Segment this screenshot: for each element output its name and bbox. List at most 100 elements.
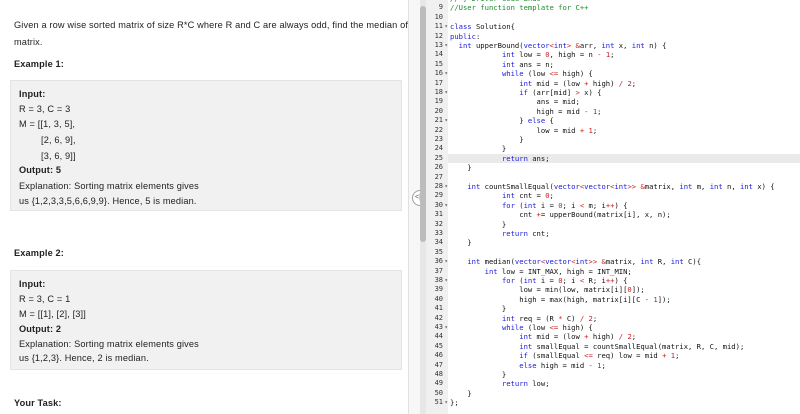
code-line[interactable]: for (int i = 0; i < R; i++) { (501, 276, 628, 285)
code-line[interactable]: } (450, 304, 507, 314)
fold-toggle-icon[interactable]: ▾ (444, 89, 448, 96)
line-number: 27 (426, 173, 448, 182)
line-number: 16▾ (426, 69, 448, 78)
example-1-title: Example 1: (14, 59, 65, 69)
line-number-text: 50 (434, 388, 443, 397)
problem-panel: Given a row wise sorted matrix of size R… (10, 20, 408, 408)
line-number-text: 29 (434, 191, 443, 200)
code-line[interactable]: int ans = n; (501, 59, 554, 69)
code-line[interactable]: high = mid - 1; (450, 106, 602, 116)
code-line[interactable]: while (low <= high) { (501, 323, 593, 332)
current-line-highlight (448, 153, 800, 164)
line-number: 30▾ (426, 201, 448, 210)
line-number-text: 35 (434, 247, 443, 256)
code-line[interactable]: int cnt = 0; (501, 191, 554, 201)
code-line[interactable]: } (450, 370, 507, 379)
example-1-input-line-3: [2, 6, 9], (41, 135, 76, 145)
line-number: 39 (426, 285, 448, 294)
code-line[interactable]: } (450, 163, 472, 173)
code-line[interactable]: } else { (450, 116, 554, 126)
fold-toggle-icon[interactable]: ▾ (444, 399, 448, 407)
code-line[interactable]: } (450, 135, 524, 144)
line-number-text: 21 (434, 116, 443, 125)
code-line[interactable]: return ans; (501, 153, 550, 163)
line-number-text: 25 (434, 153, 443, 162)
line-number-text: 24 (434, 144, 443, 153)
code-line[interactable]: } (450, 238, 472, 248)
line-number: 31 (426, 210, 448, 219)
code-line[interactable]: int countSmallEqual(vector<vector<int>> … (467, 182, 775, 191)
line-number: 34 (426, 238, 448, 247)
fold-toggle-icon[interactable]: ▾ (444, 324, 448, 331)
fold-toggle-icon[interactable]: ▾ (444, 277, 448, 284)
example-1-input-line-4: [3, 6, 9]] (41, 151, 76, 161)
line-number: 48 (426, 370, 448, 379)
line-number-text: 47 (434, 360, 443, 369)
code-line[interactable]: return low; (501, 379, 550, 389)
fold-toggle-icon[interactable]: ▾ (444, 258, 448, 266)
code-line[interactable]: int smallEqual = countSmallEqual(matrix,… (519, 341, 745, 351)
code-line[interactable]: cnt += upperBound(matrix[i], x, n); (450, 210, 671, 220)
line-number: 43▾ (426, 323, 448, 332)
code-line[interactable]: else high = mid - 1; (519, 360, 606, 370)
line-number: 29 (426, 191, 448, 200)
line-number: 25 (426, 154, 448, 163)
line-number-text: 27 (434, 172, 443, 181)
code-line[interactable]: //User function template for C++ (450, 3, 589, 13)
fold-toggle-icon[interactable]: ▾ (444, 183, 448, 190)
fold-toggle-icon[interactable]: ▾ (444, 70, 448, 78)
code-line[interactable]: } (450, 144, 507, 154)
example-1-output: Output: 5 (19, 165, 62, 175)
line-number-text: 13 (434, 41, 443, 49)
code-line[interactable]: int mid = (low + high) / 2; (519, 78, 637, 88)
example-2-explanation-1: Explanation: Sorting matrix elements giv… (19, 339, 199, 349)
line-number-text: 45 (434, 341, 443, 350)
code-line[interactable]: while (low <= high) { (501, 69, 593, 79)
code-line[interactable]: low = min(low, matrix[i][0]); (450, 285, 645, 295)
code-line[interactable]: int low = 0, high = n - 1; (501, 50, 615, 60)
line-number-text: 11 (434, 22, 443, 31)
line-number: 19 (426, 97, 448, 106)
code-line[interactable]: for (int i = 0; i < m; i++) { (501, 200, 628, 210)
line-number-text: 44 (434, 332, 443, 341)
code-line[interactable]: if (smallEqual <= req) low = mid + 1; (519, 351, 680, 361)
line-number-text: 9 (438, 3, 443, 12)
code-editor[interactable]: 8▾// } Driver Code Ends 9 //User function … (426, 0, 800, 414)
line-number: 32 (426, 220, 448, 229)
fold-toggle-icon[interactable]: ▾ (444, 42, 448, 49)
fold-toggle-icon[interactable]: ▾ (444, 201, 448, 209)
line-number: 46 (426, 351, 448, 360)
code-line[interactable]: int low = INT_MAX, high = INT_MIN; (484, 266, 632, 276)
example-2-explanation-2: us {1,2,3}. Hence, 2 is median. (19, 353, 149, 363)
line-number: 8▾ (426, 0, 448, 3)
code-line[interactable]: ans = mid; (450, 97, 580, 107)
line-number: 51▾ (426, 398, 448, 407)
code-line[interactable]: } (450, 388, 472, 398)
line-number-text: 51 (434, 398, 443, 407)
code-line[interactable]: int req = (R * C) / 2; (501, 313, 598, 323)
fold-toggle-icon[interactable]: ▾ (444, 23, 448, 31)
line-number: 18▾ (426, 88, 448, 97)
example-1-input-line-2: M = [[1, 3, 5], (19, 119, 76, 129)
code-line[interactable]: class Solution{ (450, 22, 515, 32)
code-line[interactable]: low = mid + 1; (450, 125, 598, 135)
code-line[interactable]: int upperBound(vector<int> &arr, int x, … (458, 41, 667, 50)
line-number: 9 (426, 3, 448, 12)
code-line[interactable]: return cnt; (501, 229, 550, 238)
example-2-input-label: Input: (19, 279, 46, 289)
fold-toggle-icon[interactable]: ▾ (444, 0, 448, 3)
editor-scrollbar-thumb[interactable] (420, 6, 426, 242)
code-line[interactable]: // } Driver Code Ends (450, 0, 541, 3)
line-number-text: 26 (434, 163, 443, 172)
line-number-text: 15 (434, 59, 443, 68)
code-line[interactable]: int mid = (low + high) / 2; (519, 332, 637, 342)
line-number-text: 49 (434, 379, 443, 388)
code-line[interactable]: public: (450, 31, 481, 41)
fold-toggle-icon[interactable]: ▾ (444, 117, 448, 125)
code-line[interactable]: }; (450, 398, 459, 408)
line-number-text: 17 (434, 78, 443, 87)
code-line[interactable]: int median(vector<vector<int>> &matrix, … (467, 257, 702, 267)
code-line[interactable]: high = max(high, matrix[i][C - 1]); (450, 294, 671, 304)
code-line[interactable]: if (arr[mid] > x) { (519, 88, 602, 97)
code-line[interactable]: } (450, 219, 507, 229)
